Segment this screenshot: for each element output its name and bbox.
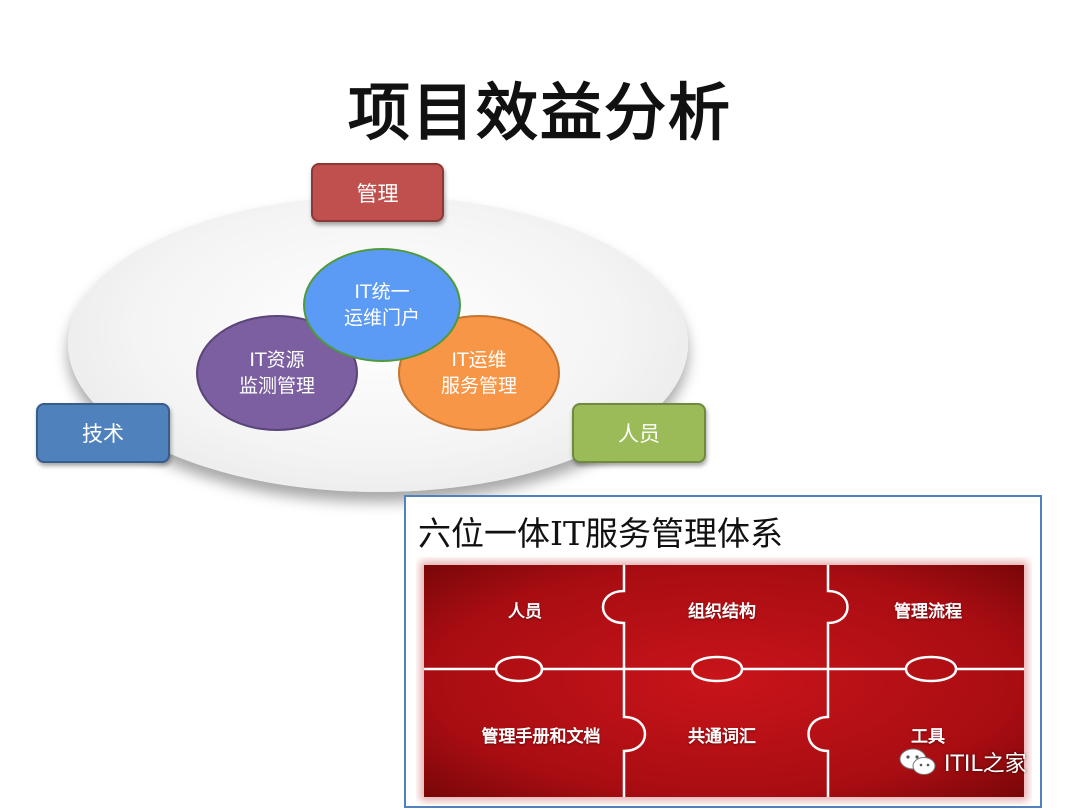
portal-circle-line1: IT统一: [354, 281, 410, 303]
panel-title: 六位一体IT服务管理体系: [418, 514, 784, 553]
puzzle-seams: [424, 565, 1024, 797]
watermark-text: ITIL之家: [944, 752, 1027, 777]
resource-circle-line2: 监测管理: [238, 375, 315, 397]
unified-portal-circle: IT统一 运维门户: [303, 248, 461, 362]
ops-service-circle: IT运维 服务管理: [398, 315, 560, 431]
management-box: 管理: [311, 163, 444, 222]
ops-circle-line1: IT运维: [451, 349, 507, 371]
technology-box: 技术: [36, 403, 170, 463]
puzzle-piece-people: 人员: [508, 602, 542, 622]
ops-circle-line2: 服务管理: [440, 375, 517, 397]
watermark: ITIL之家: [898, 746, 1027, 778]
portal-circle-line2: 运维门户: [343, 307, 420, 329]
resource-circle-line1: IT资源: [249, 349, 305, 371]
puzzle-piece-manuals: 管理手册和文档: [481, 727, 601, 747]
six-in-one-panel: 六位一体IT服务管理体系 人员 组织结构 管理流程: [404, 495, 1042, 808]
puzzle-piece-process: 管理流程: [894, 602, 962, 622]
slide-title: 项目效益分析: [347, 76, 732, 149]
wechat-icon: [899, 748, 936, 775]
people-box: 人员: [572, 403, 706, 463]
puzzle-piece-tools: 工具: [911, 727, 945, 747]
puzzle-piece-vocabulary: 共通词汇: [688, 727, 756, 747]
puzzle-piece-organization: 组织结构: [688, 602, 756, 622]
